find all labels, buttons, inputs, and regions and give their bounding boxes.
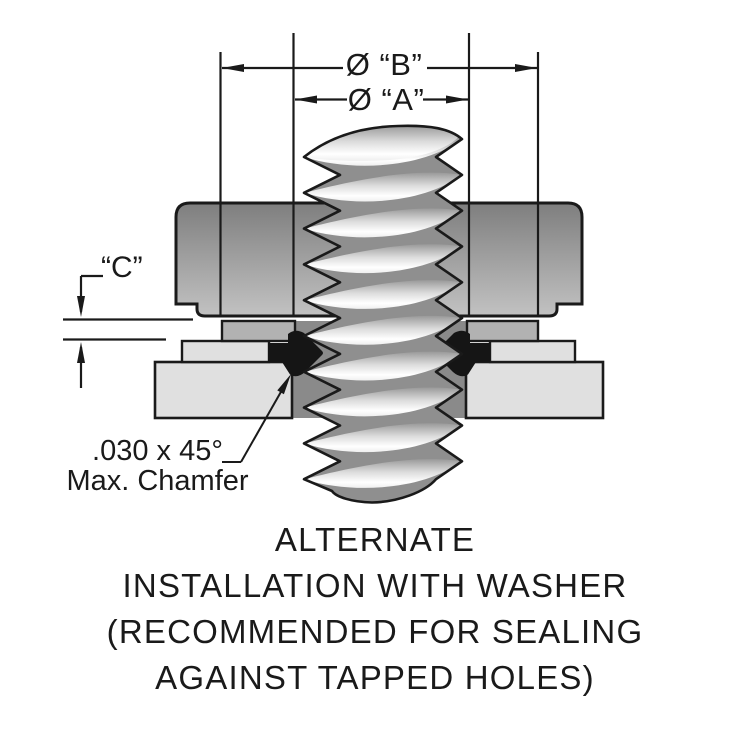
- extension-lines: [219, 33, 540, 316]
- dim-a-label: Ø “A”: [347, 82, 425, 117]
- dimension-c: [63, 274, 193, 388]
- upper-sheet-right: [488, 339, 577, 364]
- upper-sheet-left: [180, 339, 271, 364]
- thread-crest-blade: [304, 351, 462, 381]
- dimension-a: [295, 95, 468, 104]
- chamfer-note-line1: .030 x 45°: [92, 435, 223, 467]
- arrowhead-a-right: [446, 95, 468, 104]
- caption-line2: INSTALLATION WITH WASHER: [122, 567, 628, 604]
- chamfer-note: .030 x 45° Max. Chamfer: [55, 436, 260, 496]
- caption-line1: ALTERNATE: [274, 521, 476, 558]
- thread-crest-blade: [304, 459, 462, 488]
- dim-c-label: “C”: [101, 251, 143, 284]
- chamfer-leader: [222, 374, 291, 463]
- stud-outline: [302, 124, 464, 504]
- washer-left: [220, 319, 297, 343]
- arrowhead-a-left: [295, 95, 317, 104]
- tapped-plate-right: [464, 360, 605, 420]
- thread-crest-blade: [304, 244, 462, 274]
- caption-line4: AGAINST TAPPED HOLES): [155, 659, 595, 696]
- washer-right: [465, 319, 540, 343]
- arrowhead-chamfer: [277, 374, 291, 395]
- arrowhead-c-up: [77, 342, 85, 363]
- thread-crest-blade: [304, 172, 462, 202]
- thread-crest-blade: [304, 280, 462, 309]
- arrowhead-b-left: [222, 64, 244, 72]
- dim-b-label: Ø “B”: [345, 47, 423, 82]
- sealant-left: [268, 330, 323, 377]
- caption-line3: (RECOMMENDED FOR SEALING: [106, 613, 644, 650]
- thread-crest-blade: [304, 387, 462, 417]
- chamfer-note-line2: Max. Chamfer: [66, 465, 249, 497]
- dimension-b: [222, 64, 537, 72]
- threaded-stud: [302, 124, 464, 504]
- arrowhead-b-right: [515, 64, 537, 72]
- figure-caption: ALTERNATE INSTALLATION WITH WASHER (RECO…: [0, 517, 750, 701]
- stud-top-crest: [304, 125, 460, 161]
- thread-crest-blade: [304, 208, 462, 238]
- thread-crest-blade: [304, 423, 462, 453]
- arrowhead-c-down: [77, 296, 85, 317]
- thread-crest-blade: [304, 315, 462, 345]
